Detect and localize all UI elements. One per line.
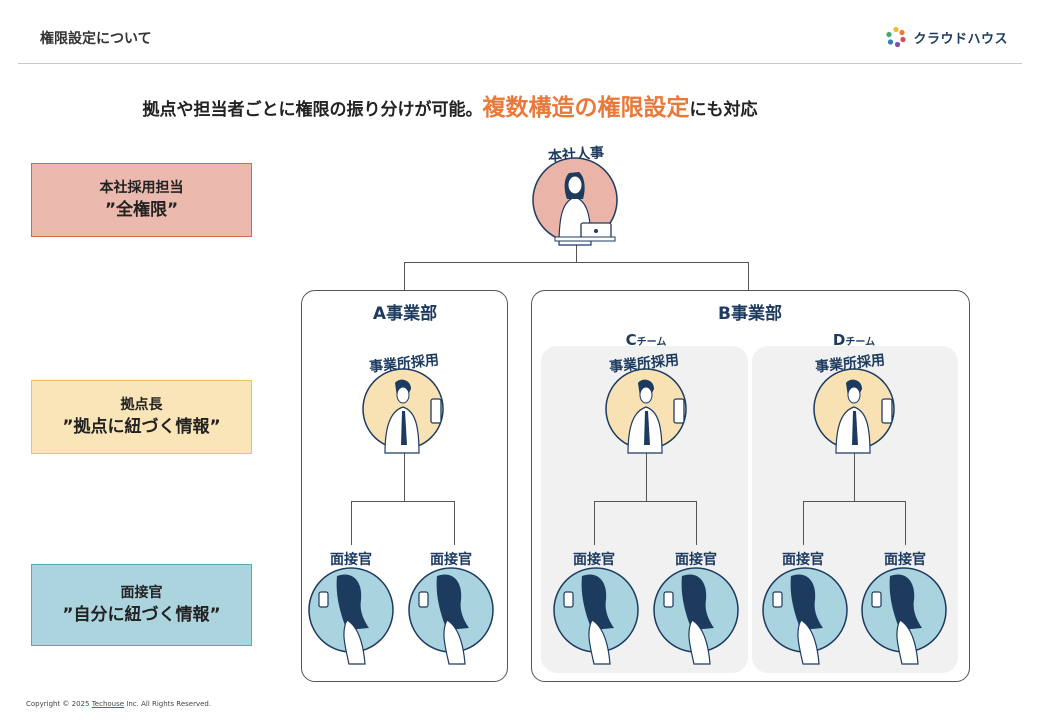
logo: クラウドハウス bbox=[885, 26, 1008, 48]
dept-a-title: A事業部 bbox=[372, 304, 438, 324]
role-box-hq-recruiter: 本社採用担当 ”全権限” bbox=[31, 163, 252, 237]
connector bbox=[594, 501, 696, 502]
team-letter: C bbox=[625, 331, 637, 349]
connector bbox=[854, 453, 855, 501]
role-scope: ”自分に紐づく情報” bbox=[62, 605, 221, 625]
connector bbox=[594, 501, 595, 545]
copyright: Copyright © 2025 Techouse Inc. All Right… bbox=[26, 700, 211, 708]
connector bbox=[404, 262, 405, 290]
office-recruiter-icon bbox=[813, 368, 895, 454]
connector bbox=[454, 501, 455, 545]
copyright-company: Techouse bbox=[91, 700, 125, 708]
interviewer-icon bbox=[653, 567, 739, 665]
connector bbox=[404, 262, 748, 263]
connector bbox=[351, 501, 454, 502]
interviewer-icon bbox=[308, 567, 394, 665]
role-name: 本社採用担当 bbox=[99, 180, 184, 196]
connector bbox=[576, 245, 577, 263]
logo-text: クラウドハウス bbox=[913, 31, 1008, 47]
connector bbox=[696, 501, 697, 545]
interviewer-icon bbox=[762, 567, 848, 665]
connector bbox=[646, 453, 647, 501]
connector bbox=[803, 501, 804, 545]
role-scope: ”拠点に紐づく情報” bbox=[62, 417, 221, 437]
interviewer-label: 面接官 bbox=[330, 552, 372, 568]
dept-b-title: B事業部 bbox=[718, 304, 782, 324]
office-recruiter-icon bbox=[605, 368, 687, 454]
headline-pre: 拠点や担当者ごとに権限の振り分けが可能。 bbox=[142, 100, 483, 120]
interviewer-label: 面接官 bbox=[675, 552, 717, 568]
interviewer-label: 面接官 bbox=[573, 552, 615, 568]
role-scope: ”全権限” bbox=[104, 200, 179, 220]
team-suffix: チーム bbox=[636, 337, 667, 348]
connector bbox=[748, 262, 749, 290]
hq-recruiter-icon bbox=[532, 157, 618, 246]
connector bbox=[803, 501, 905, 502]
headline-post: にも対応 bbox=[689, 100, 758, 120]
office-recruiter-icon bbox=[362, 368, 444, 454]
team-letter: D bbox=[832, 331, 846, 349]
connector bbox=[905, 501, 906, 545]
role-box-interviewer: 面接官 ”自分に紐づく情報” bbox=[31, 564, 252, 646]
interviewer-label: 面接官 bbox=[884, 552, 926, 568]
page-title: 権限設定について bbox=[40, 31, 152, 47]
header-divider bbox=[18, 63, 1022, 64]
team-c-title: Cチーム bbox=[596, 331, 696, 349]
headline: 拠点や担当者ごとに権限の振り分けが可能。複数構造の権限設定にも対応 bbox=[0, 88, 900, 122]
copyright-pre: Copyright © 2025 bbox=[26, 700, 92, 708]
headline-accent: 複数構造の権限設定 bbox=[482, 95, 690, 121]
connector bbox=[351, 501, 352, 545]
interviewer-icon bbox=[861, 567, 947, 665]
copyright-post: Inc. All Rights Reserved. bbox=[124, 700, 212, 708]
interviewer-icon bbox=[553, 567, 639, 665]
interviewer-label: 面接官 bbox=[430, 552, 472, 568]
role-box-branch-manager: 拠点長 ”拠点に紐づく情報” bbox=[31, 380, 252, 454]
connector bbox=[404, 453, 405, 501]
team-suffix: チーム bbox=[845, 337, 876, 348]
role-name: 拠点長 bbox=[120, 397, 163, 413]
interviewer-label: 面接官 bbox=[782, 552, 824, 568]
role-name: 面接官 bbox=[120, 585, 163, 601]
team-d-title: Dチーム bbox=[804, 331, 904, 349]
interviewer-icon bbox=[408, 567, 494, 665]
logo-mark-icon bbox=[886, 26, 907, 48]
